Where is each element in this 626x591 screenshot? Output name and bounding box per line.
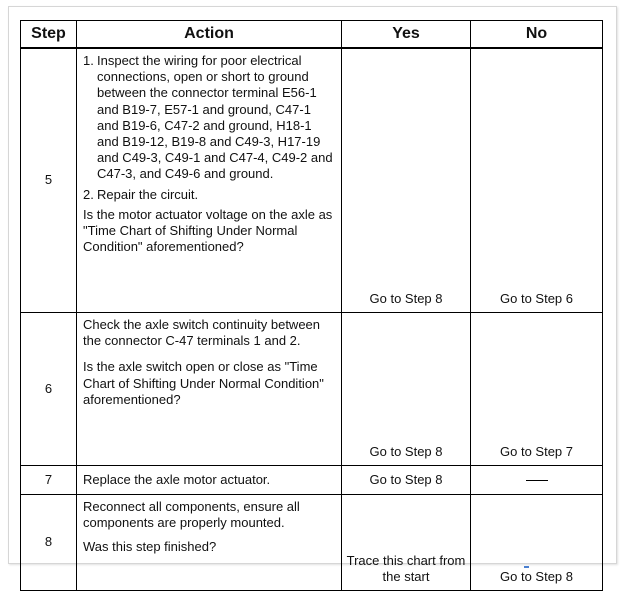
- action-question: Was this step finished?: [83, 539, 217, 555]
- header-no: No: [470, 20, 603, 49]
- action-step-item: 1. Inspect the wiring for poor electrica…: [83, 53, 335, 183]
- header-action: Action: [76, 20, 342, 49]
- yes-cell: Trace this chart from the start: [341, 494, 471, 591]
- action-step-text: Inspect the wiring for poor electrical c…: [97, 53, 333, 182]
- action-cell: Replace the axle motor actuator.: [76, 465, 342, 495]
- table-row: 7 Replace the axle motor actuator. Go to…: [20, 465, 603, 495]
- action-step-item: 2. Repair the circuit.: [83, 187, 335, 203]
- action-question: Is the axle switch open or close as "Tim…: [83, 359, 324, 407]
- yes-cell: Go to Step 8: [341, 465, 471, 495]
- corner-mark: [524, 566, 529, 568]
- step-number: 8: [20, 494, 77, 591]
- no-cell: [470, 465, 603, 495]
- header-step: Step: [20, 20, 77, 49]
- action-question: Is the motor actuator voltage on the axl…: [83, 206, 333, 255]
- no-cell: Go to Step 6: [470, 47, 603, 313]
- action-cell: Reconnect all components, ensure all com…: [76, 494, 342, 591]
- step-number: 6: [20, 312, 77, 466]
- step-number: 7: [20, 465, 77, 495]
- yes-cell: Go to Step 8: [341, 312, 471, 466]
- action-text: Check the axle switch continuity between…: [83, 317, 321, 349]
- no-cell: Go to Step 8: [470, 494, 603, 591]
- table-row: 6 Check the axle switch continuity betwe…: [20, 312, 603, 466]
- header-yes: Yes: [341, 20, 471, 49]
- action-step-text: Repair the circuit.: [97, 186, 199, 202]
- action-cell: 1. Inspect the wiring for poor electrica…: [76, 47, 342, 313]
- dash-mark: [525, 479, 548, 481]
- action-text: Reconnect all components, ensure all com…: [83, 499, 300, 531]
- action-text: Replace the axle motor actuator.: [83, 471, 271, 487]
- table-row: 8 Reconnect all components, ensure all c…: [20, 494, 603, 591]
- step-number: 5: [20, 47, 77, 313]
- action-steps-list: 1. Inspect the wiring for poor electrica…: [83, 53, 335, 203]
- action-cell: Check the axle switch continuity between…: [76, 312, 342, 466]
- diagnostic-table: Step Action Yes No 5 1. Inspect the wiri…: [20, 20, 603, 591]
- yes-cell: Go to Step 8: [341, 47, 471, 313]
- no-cell: Go to Step 7: [470, 312, 603, 466]
- table-header-row: Step Action Yes No: [20, 20, 603, 49]
- table-row: 5 1. Inspect the wiring for poor electri…: [20, 47, 603, 313]
